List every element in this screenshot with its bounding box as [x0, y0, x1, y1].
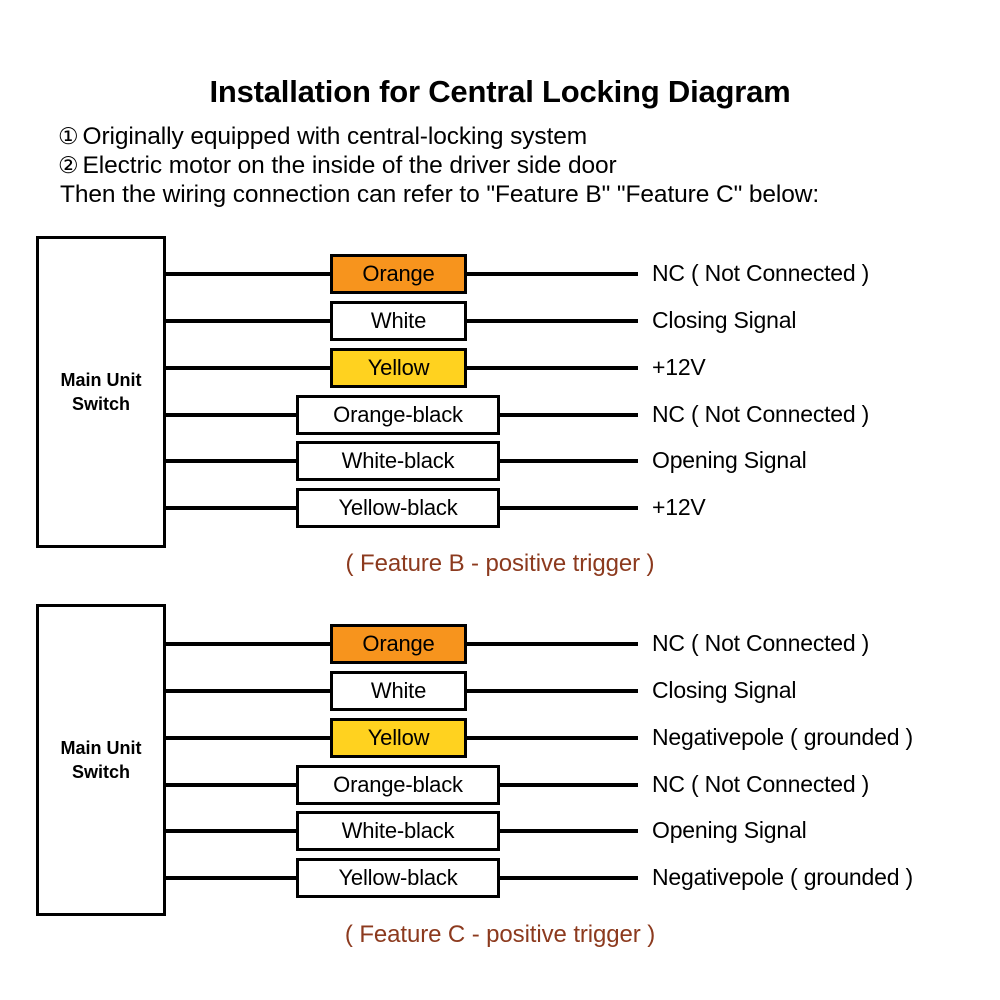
wire-label-chip: Orange-black: [296, 765, 500, 805]
wire-name: Yellow-black: [338, 865, 458, 890]
wire-label-chip: White: [330, 671, 467, 711]
wire-row: Yellow-black +12V: [0, 488, 1000, 528]
note-text-2: Electric motor on the inside of the driv…: [82, 152, 617, 179]
signal-label: Negativepole ( grounded ): [652, 864, 913, 890]
wire-segment-left: [166, 459, 296, 463]
wire-segment-right: [500, 783, 638, 787]
wire-name: Yellow-black: [338, 495, 458, 520]
signal-label: Opening Signal: [652, 817, 807, 843]
wire-segment-right: [467, 689, 638, 693]
signal-label: NC ( Not Connected ): [652, 260, 870, 286]
signal-label: NC ( Not Connected ): [652, 401, 870, 427]
wire-segment-right: [467, 642, 638, 646]
wire-row: Orange-black NC ( Not Connected ): [0, 765, 1000, 805]
wire-row: White-black Opening Signal: [0, 811, 1000, 851]
signal-label: NC ( Not Connected ): [652, 630, 870, 656]
wire-label-chip: Yellow: [330, 718, 467, 758]
wire-segment-left: [166, 642, 330, 646]
wire-label-chip: Yellow-black: [296, 488, 500, 528]
wire-row: Orange NC ( Not Connected ): [0, 624, 1000, 664]
wire-row: Orange NC ( Not Connected ): [0, 254, 1000, 294]
signal-label: NC ( Not Connected ): [652, 771, 870, 797]
wire-segment-right: [500, 506, 638, 510]
wire-label-chip: Orange-black: [296, 395, 500, 435]
wire-label-chip: White: [330, 301, 467, 341]
wire-name: White: [370, 678, 427, 703]
wire-name: Yellow: [367, 725, 430, 750]
intro-then-line: Then the wiring connection can refer to …: [60, 181, 820, 208]
wire-name: Orange-black: [333, 772, 463, 797]
wire-row: White Closing Signal: [0, 671, 1000, 711]
wire-segment-right: [500, 413, 638, 417]
wire-row: Yellow Negativepole ( grounded ): [0, 718, 1000, 758]
wire-label-chip: White-black: [296, 441, 500, 481]
diagram-feature-c: Main Unit Switch Orange NC ( Not Connect…: [0, 604, 1000, 954]
main-unit-switch-label-c: Main Unit Switch: [60, 738, 142, 782]
wire-segment-right: [467, 319, 638, 323]
wire-segment-right: [467, 736, 638, 740]
wire-row: Yellow-black Negativepole ( grounded ): [0, 858, 1000, 898]
signal-label: +12V: [652, 354, 706, 380]
page-title: Installation for Central Locking Diagram: [209, 74, 791, 109]
caption-feature-c: ( Feature C - positive trigger ): [344, 921, 656, 948]
caption-feature-b: ( Feature B - positive trigger ): [345, 550, 655, 577]
wire-segment-left: [166, 689, 330, 693]
wire-row: White Closing Signal: [0, 301, 1000, 341]
wire-row: Orange-black NC ( Not Connected ): [0, 395, 1000, 435]
wire-name: Orange: [362, 631, 435, 656]
note-marker-1: ①: [58, 123, 79, 149]
wire-label-chip: Orange: [330, 254, 467, 294]
wire-segment-left: [166, 829, 296, 833]
main-unit-switch-box-b: Main Unit Switch: [36, 236, 166, 548]
wire-name: White-black: [341, 818, 455, 843]
diagram-feature-b: Main Unit Switch Orange NC ( Not Connect…: [0, 236, 1000, 586]
wire-segment-left: [166, 272, 330, 276]
wire-segment-left: [166, 876, 296, 880]
wire-name: Orange-black: [333, 402, 463, 427]
signal-label: Closing Signal: [652, 677, 797, 703]
wire-row: Yellow +12V: [0, 348, 1000, 388]
wire-label-chip: White-black: [296, 811, 500, 851]
signal-label: Opening Signal: [652, 447, 807, 473]
signal-label: Closing Signal: [652, 307, 797, 333]
wire-row: White-black Opening Signal: [0, 441, 1000, 481]
main-unit-switch-label-b: Main Unit Switch: [60, 370, 142, 414]
signal-label: Negativepole ( grounded ): [652, 724, 913, 750]
wire-segment-left: [166, 506, 296, 510]
wire-segment-right: [500, 459, 638, 463]
main-unit-switch-box-c: Main Unit Switch: [36, 604, 166, 916]
wire-name: Yellow: [367, 355, 430, 380]
wire-label-chip: Yellow: [330, 348, 467, 388]
wire-name: Orange: [362, 261, 435, 286]
signal-label: +12V: [652, 494, 706, 520]
wire-label-chip: Yellow-black: [296, 858, 500, 898]
wire-segment-left: [166, 783, 296, 787]
wire-segment-left: [166, 366, 330, 370]
wire-segment-left: [166, 736, 330, 740]
wire-segment-left: [166, 413, 296, 417]
wire-name: White: [370, 308, 427, 333]
wire-segment-right: [500, 829, 638, 833]
wire-label-chip: Orange: [330, 624, 467, 664]
wire-name: White-black: [341, 448, 455, 473]
note-text-1: Originally equipped with central-locking…: [82, 123, 588, 150]
wire-segment-right: [467, 366, 638, 370]
wire-segment-right: [500, 876, 638, 880]
wire-segment-right: [467, 272, 638, 276]
wire-segment-left: [166, 319, 330, 323]
note-marker-2: ②: [58, 152, 79, 178]
